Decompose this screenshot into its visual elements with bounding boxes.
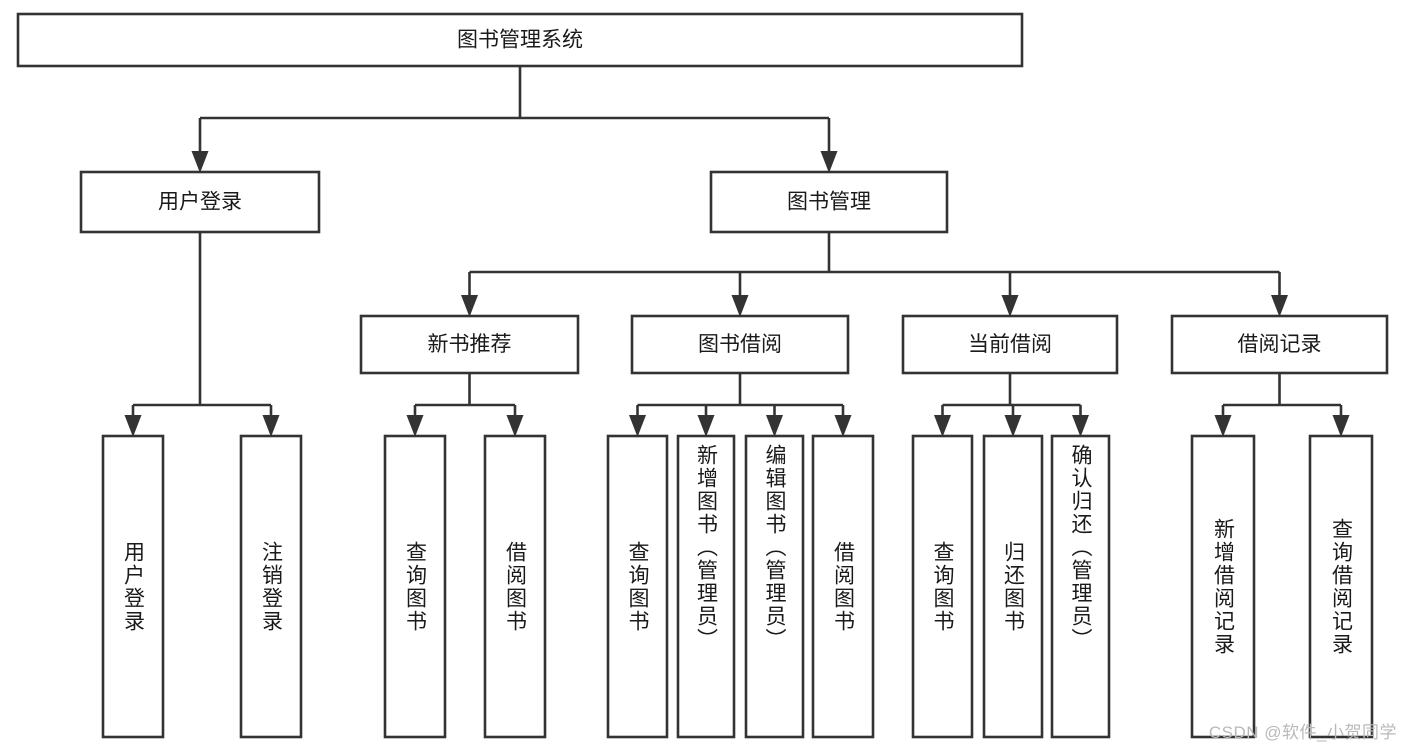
- node-box-leaf-add-book-admin: [676, 434, 736, 739]
- node-box-leaf-query-borrow-record: [1308, 434, 1374, 739]
- node-label-root: 图书管理系统: [457, 29, 583, 52]
- connector-layer: [124, 66, 1350, 437]
- node-box-user-login: [79, 170, 321, 234]
- node-box-book-borrow: [630, 314, 850, 375]
- node-label-book-borrow: 图书借阅: [698, 333, 782, 356]
- node-new-book-recommend[interactable]: [359, 314, 580, 375]
- node-book-borrow[interactable]: [630, 314, 850, 375]
- node-box-leaf-query-book-rec: [383, 434, 447, 739]
- node-leaf-query-book-cur[interactable]: [911, 434, 974, 739]
- node-box-current-borrow: [901, 314, 1119, 375]
- node-label-current-borrow: 当前借阅: [968, 333, 1052, 356]
- node-leaf-return-book[interactable]: [982, 434, 1044, 739]
- node-leaf-query-borrow-record[interactable]: [1308, 434, 1374, 739]
- node-box-borrow-record: [1170, 314, 1389, 375]
- node-box-leaf-borrow-book-rec: [483, 434, 547, 739]
- node-leaf-confirm-return-admin[interactable]: [1050, 434, 1111, 739]
- node-leaf-borrow-book-rec[interactable]: [483, 434, 547, 739]
- node-box-book-manage: [709, 170, 949, 234]
- node-leaf-user-login[interactable]: [101, 434, 165, 739]
- node-box-leaf-borrow-book: [811, 434, 875, 739]
- node-leaf-add-book-admin[interactable]: [676, 434, 736, 739]
- node-label-user-login: 用户登录: [158, 191, 242, 214]
- node-box-root: [16, 12, 1024, 68]
- node-label-new-book-recommend: 新书推荐: [428, 333, 512, 356]
- node-root[interactable]: [16, 12, 1024, 68]
- node-leaf-query-book-borrow[interactable]: [606, 434, 669, 739]
- node-label-borrow-record: 借阅记录: [1238, 333, 1322, 356]
- node-box-leaf-edit-book-admin: [744, 434, 805, 739]
- node-box-leaf-add-borrow-record: [1190, 434, 1256, 739]
- node-borrow-record[interactable]: [1170, 314, 1389, 375]
- node-layer: [16, 12, 1389, 739]
- node-leaf-borrow-book[interactable]: [811, 434, 875, 739]
- node-book-manage[interactable]: [709, 170, 949, 234]
- node-box-new-book-recommend: [359, 314, 580, 375]
- node-box-leaf-query-book-borrow: [606, 434, 669, 739]
- node-leaf-logout[interactable]: [239, 434, 303, 739]
- node-box-leaf-query-book-cur: [911, 434, 974, 739]
- node-box-leaf-user-login: [101, 434, 165, 739]
- node-leaf-edit-book-admin[interactable]: [744, 434, 805, 739]
- node-leaf-query-book-rec[interactable]: [383, 434, 447, 739]
- node-user-login[interactable]: [79, 170, 321, 234]
- node-current-borrow[interactable]: [901, 314, 1119, 375]
- watermark-text: CSDN @软件_小贺同学: [1208, 723, 1397, 742]
- node-box-leaf-return-book: [982, 434, 1044, 739]
- node-box-leaf-logout: [239, 434, 303, 739]
- node-label-book-manage: 图书管理: [787, 191, 871, 214]
- node-leaf-add-borrow-record[interactable]: [1190, 434, 1256, 739]
- node-box-leaf-confirm-return-admin: [1050, 434, 1111, 739]
